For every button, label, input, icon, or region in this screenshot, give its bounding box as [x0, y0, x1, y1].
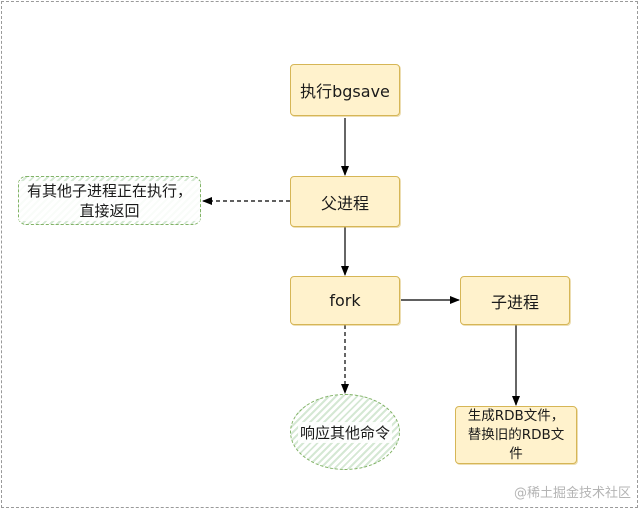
node-busy-note-label: 有其他子进程正在执行，直接返回: [19, 180, 200, 221]
node-bgsave: 执行bgsave: [290, 64, 400, 116]
node-respond-other: 响应其他命令: [290, 394, 400, 470]
node-generate-rdb: 生成RDB文件，替换旧的RDB文件: [455, 406, 577, 464]
node-bgsave-label: 执行bgsave: [300, 82, 390, 101]
node-parent-process: 父进程: [290, 176, 400, 227]
node-fork-label: fork: [329, 291, 361, 310]
node-generate-rdb-label: 生成RDB文件，替换旧的RDB文件: [467, 407, 565, 462]
node-busy-note: 有其他子进程正在执行，直接返回: [18, 176, 201, 225]
node-child-process-label: 子进程: [490, 292, 539, 312]
watermark: @稀土掘金技术社区: [513, 486, 631, 501]
node-fork: fork: [290, 276, 400, 325]
node-child-process: 子进程: [460, 276, 570, 325]
node-parent-process-label: 父进程: [320, 193, 369, 213]
node-respond-other-label: 响应其他命令: [297, 421, 392, 443]
